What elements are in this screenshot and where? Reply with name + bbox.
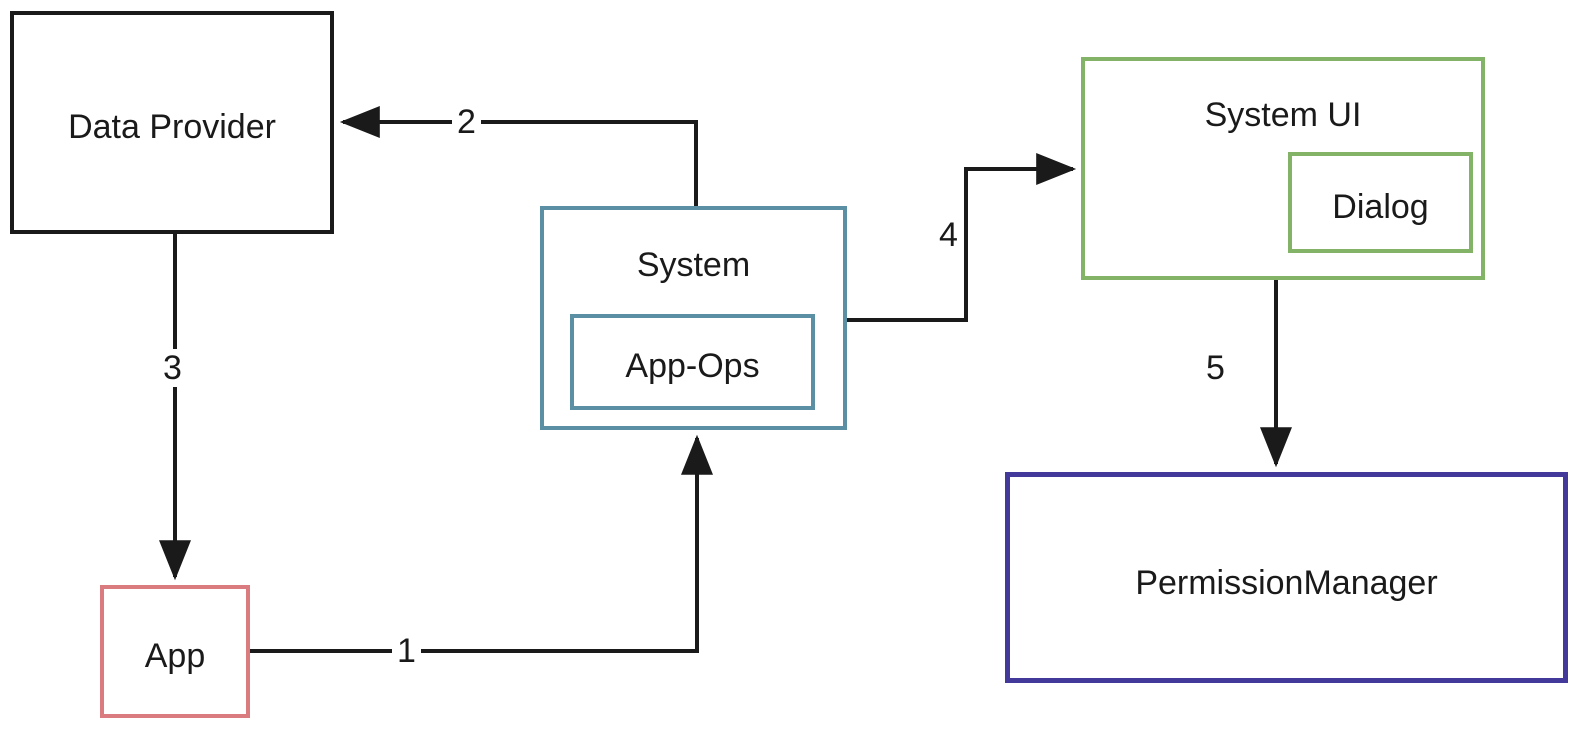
node-label-permission-manager: PermissionManager (1135, 564, 1438, 602)
edge-3-label: 3 (158, 349, 187, 387)
node-app-ops[interactable]: App-Ops (570, 314, 815, 410)
edge-2-label: 2 (452, 103, 481, 141)
node-label-system-ui: System UI (1204, 96, 1362, 134)
edge-1-path (250, 434, 713, 653)
node-permission-manager[interactable]: PermissionManager (1005, 472, 1568, 683)
node-dialog[interactable]: Dialog (1288, 152, 1473, 253)
node-data-provider[interactable]: Data Provider (10, 11, 334, 234)
node-label-system: System (636, 246, 751, 284)
edge-5-label: 5 (1201, 349, 1230, 387)
node-app[interactable]: App (100, 585, 250, 718)
node-label-dialog: Dialog (1332, 188, 1429, 226)
edge-2-path (339, 106, 698, 206)
node-label-app: App (144, 637, 206, 675)
node-label-data-provider: Data Provider (68, 108, 276, 146)
edge-1-label: 1 (392, 632, 421, 670)
node-label-app-ops: App-Ops (625, 347, 760, 385)
edge-4-label: 4 (934, 216, 963, 254)
